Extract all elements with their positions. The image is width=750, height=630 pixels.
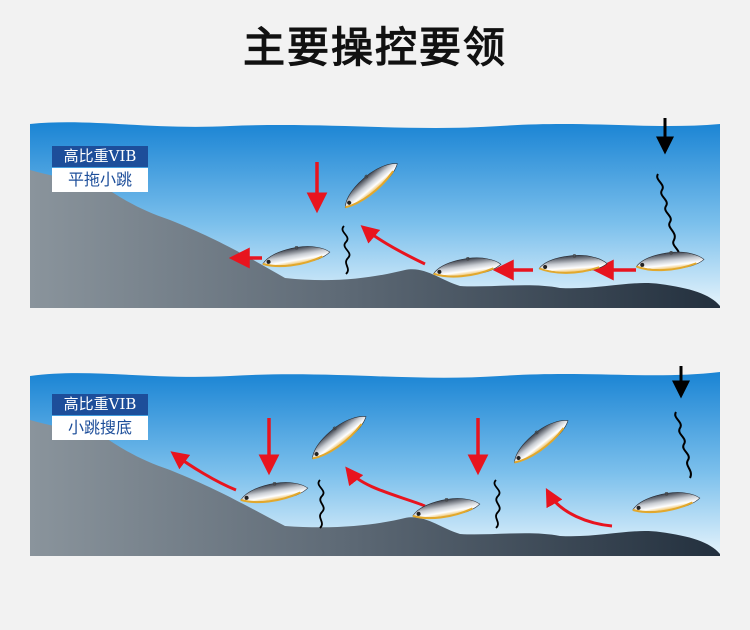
technique-panel-flat-drag: 高比重VIB 平拖小跳: [30, 118, 720, 308]
technique-label: 小跳搜底: [52, 416, 148, 440]
lure-type-label: 高比重VIB: [52, 394, 148, 415]
technique-label: 平拖小跳: [52, 168, 148, 192]
technique-panel-bottom-search: 高比重VIB 小跳搜底: [30, 366, 720, 556]
page-title: 主要操控要领: [0, 14, 750, 75]
lure-type-label: 高比重VIB: [52, 146, 148, 167]
